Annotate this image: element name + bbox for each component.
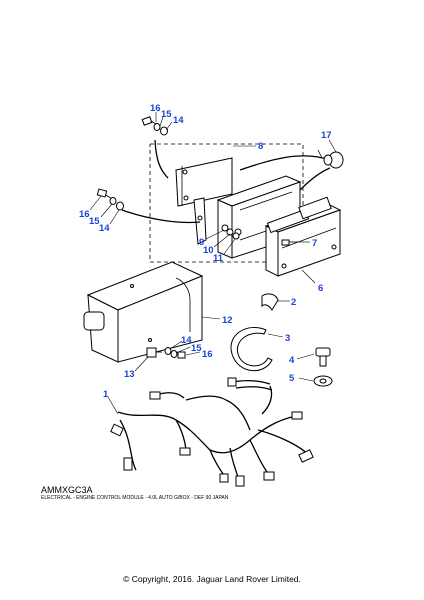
callout-9: 9: [199, 237, 204, 248]
wiring-harness: [110, 377, 314, 487]
washer-5: [313, 375, 333, 387]
top-bolt-assembly: [141, 116, 169, 179]
callout-2: 2: [291, 297, 296, 308]
callout-10: 10: [203, 245, 214, 256]
ecu-cover: [83, 261, 204, 363]
clip-2: [261, 293, 279, 311]
copyright-notice: © Copyright, 2016. Jaguar Land Rover Lim…: [123, 574, 301, 584]
callout-1: 1: [103, 389, 109, 400]
callout-15: 15: [191, 343, 202, 354]
callout-11: 11: [213, 253, 224, 264]
callout-14: 14: [99, 223, 110, 234]
assembly-boundary: [149, 143, 304, 263]
callout-15: 15: [161, 109, 172, 120]
engine-control-module: [264, 196, 342, 277]
diagram-reference-code: AMMXGC3A: [41, 485, 93, 495]
fixings-9-10-11: [221, 224, 240, 240]
callout-16: 16: [150, 103, 161, 114]
callout-16: 16: [79, 209, 90, 220]
callout-4: 4: [289, 355, 295, 366]
callout-6: 6: [318, 283, 323, 294]
callout-7: 7: [312, 238, 317, 249]
mounting-bracket: [175, 157, 233, 245]
callout-12: 12: [222, 315, 233, 326]
callout-8: 8: [258, 141, 263, 152]
leader-lines: [89, 112, 337, 415]
screw-7: [281, 239, 298, 246]
callout-14: 14: [181, 335, 192, 346]
callout-labels: 16 15 14 8 17 16 15 14 9 10 11 7 6 2 12 …: [79, 103, 332, 400]
callout-5: 5: [289, 373, 295, 384]
connector-17: [317, 149, 344, 169]
callout-3: 3: [285, 333, 290, 344]
callout-17: 17: [321, 130, 332, 141]
left-screw-assembly: [96, 188, 201, 224]
callout-14: 14: [173, 115, 184, 126]
diagram-description: ELECTRICAL - ENGINE CONTROL MODULE - 4.0…: [41, 495, 229, 501]
callout-15: 15: [89, 216, 100, 227]
callout-16: 16: [202, 349, 213, 360]
lower-fixing-assembly: [164, 347, 186, 359]
callout-13: 13: [124, 369, 135, 380]
ring-clip-3: [230, 327, 273, 372]
bolt-4: [315, 347, 331, 367]
clip-13: [146, 347, 162, 358]
